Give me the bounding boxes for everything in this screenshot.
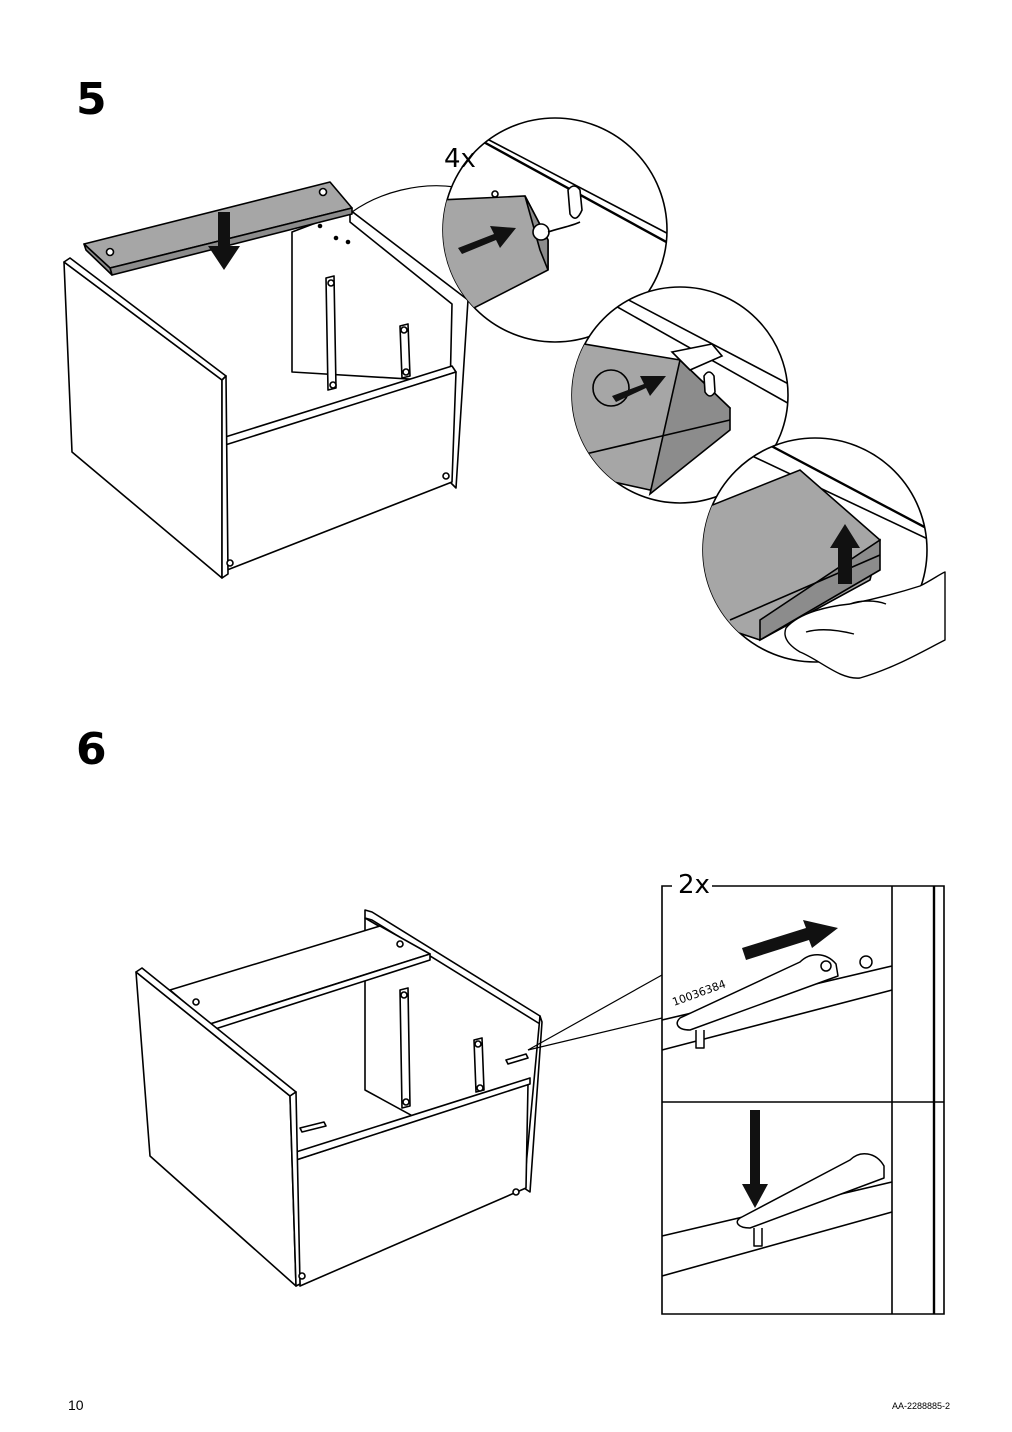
hand-icon — [784, 571, 946, 679]
lift-arrow-icon — [830, 524, 860, 584]
page-number: 10 — [68, 1397, 84, 1413]
step5-cabinet — [63, 209, 469, 579]
step-number-5: 5 — [76, 74, 107, 125]
detail-circle-1 — [442, 117, 668, 343]
shelf-pin-icon — [676, 954, 885, 1247]
down-arrow-icon — [742, 1110, 768, 1208]
step-number-6: 6 — [76, 724, 107, 775]
step6-cabinet — [135, 909, 543, 1287]
push-arrow-icon — [612, 376, 666, 402]
quantity-label-step5: 4x — [444, 144, 476, 174]
push-arrow-icon — [458, 226, 516, 254]
down-arrow-icon — [208, 212, 240, 270]
push-arrow-icon — [742, 920, 838, 960]
document-code: AA-2288885-2 — [891, 1401, 950, 1411]
quantity-label-step6: 2x — [676, 870, 712, 900]
step6-detail-box — [661, 885, 945, 1315]
detail-circle-2 — [571, 286, 789, 504]
